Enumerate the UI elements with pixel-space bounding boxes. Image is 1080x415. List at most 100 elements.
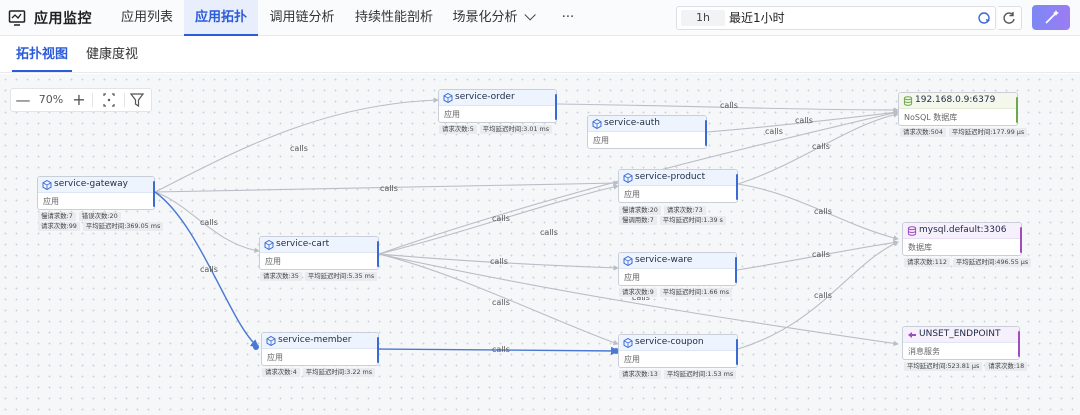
edge-gateway-cart xyxy=(154,191,260,253)
node-type: NoSQL 数据库 xyxy=(904,113,958,122)
stat-badge: 平均延迟时间:523.81 μs xyxy=(904,362,983,371)
chevron-down-icon xyxy=(523,9,536,21)
edge-cart-product xyxy=(378,184,619,255)
stat-badge: 请求次数:504 xyxy=(900,128,946,137)
node-name: UNSET_ENDPOINT xyxy=(919,329,1001,339)
edge-cart-coupon xyxy=(378,253,619,346)
node-type: 消息服务 xyxy=(908,347,940,356)
node-service-cart[interactable]: service-cart 应用 xyxy=(259,236,379,270)
node-name: service-cart xyxy=(276,239,330,249)
stat-badge: 请求次数:112 xyxy=(904,258,950,267)
edge-label: calls xyxy=(795,116,813,125)
stat-badge: 平均延迟时间:1.66 ms xyxy=(659,288,733,297)
stat-badge: 慢调用数:7 xyxy=(619,216,657,225)
database-icon xyxy=(907,226,917,236)
node-type: 应用 xyxy=(624,273,640,282)
stat-badge: 慢请求数:20 xyxy=(619,206,661,215)
stat-badge: 请求次数:73 xyxy=(663,206,706,215)
fit-view-icon[interactable] xyxy=(101,89,117,111)
service-icon xyxy=(42,180,52,190)
more-tabs-button[interactable]: ··· xyxy=(561,10,575,25)
stat-badge: 平均延迟时间:5.35 ms xyxy=(304,272,378,281)
edge-label: calls xyxy=(492,298,510,307)
node-unset-endpoint[interactable]: UNSET_ENDPOINT 消息服务 xyxy=(902,326,1020,360)
zoom-toolbar: — 70% + xyxy=(10,88,152,112)
edge-label: calls xyxy=(492,345,510,354)
node-type: 应用 xyxy=(444,110,460,119)
stat-badge: 请求次数:35 xyxy=(260,272,302,281)
node-service-auth[interactable]: service-auth 应用 xyxy=(587,115,707,149)
node-mysql[interactable]: mysql.default:3306 数据库 xyxy=(902,222,1022,256)
node-type: 应用 xyxy=(267,353,283,362)
stat-badge: 慢请求数:7 xyxy=(38,212,76,221)
stat-badge: 平均延迟时间:1.39 s xyxy=(659,216,726,225)
time-range-picker[interactable]: 1h 最近1小时 xyxy=(676,6,996,30)
stat-badge: 平均延迟时间:3.22 ms xyxy=(302,368,376,377)
ai-assistant-button[interactable] xyxy=(1032,5,1070,30)
edge-label: calls xyxy=(814,207,832,216)
edge-label: calls xyxy=(290,144,308,153)
node-service-ware[interactable]: service-ware 应用 xyxy=(618,252,737,286)
node-redis[interactable]: 192.168.0.9:6379 NoSQL 数据库 xyxy=(898,92,1018,126)
magic-wand-icon xyxy=(1045,10,1059,24)
stat-badge: 请求次数:9 xyxy=(619,288,657,297)
service-icon xyxy=(443,93,453,103)
tab-app-list[interactable]: 应用列表 xyxy=(120,10,173,25)
topology-canvas[interactable]: calls calls calls calls calls calls call… xyxy=(0,74,1080,415)
service-icon xyxy=(623,256,633,266)
tab-profiling[interactable]: 持续性能剖析 xyxy=(354,10,433,25)
node-name: service-product xyxy=(635,172,706,182)
edge-label: calls xyxy=(380,184,398,193)
zoom-in-button[interactable]: + xyxy=(72,90,86,109)
page-title: 应用监控 xyxy=(34,11,92,27)
filter-icon[interactable] xyxy=(129,89,145,111)
node-service-order[interactable]: service-order 应用 xyxy=(438,89,557,123)
edge-order-redis xyxy=(556,103,899,113)
database-icon xyxy=(903,96,913,106)
tab-trace-analysis[interactable]: 调用链分析 xyxy=(269,10,335,25)
edge-product-redis xyxy=(737,112,899,185)
edge-label: calls xyxy=(540,228,558,237)
tab-scenario-analysis[interactable]: 场景化分析 xyxy=(446,0,538,36)
edge-label: calls xyxy=(200,218,218,227)
time-range-label: 最近1小时 xyxy=(729,11,785,25)
refresh-icon xyxy=(1003,12,1015,24)
edge-gateway-product xyxy=(154,180,619,193)
stat-badge: 平均延迟时间:496.55 μs xyxy=(952,258,1032,267)
node-service-product[interactable]: service-product 应用 xyxy=(618,169,738,203)
tab-scenario-label: 场景化分析 xyxy=(452,10,518,25)
node-service-member[interactable]: service-member 应用 xyxy=(261,332,379,366)
node-name: service-auth xyxy=(604,118,660,128)
node-service-coupon[interactable]: service-coupon 应用 xyxy=(618,334,738,368)
edge-label: calls xyxy=(490,257,508,266)
node-service-gateway[interactable]: service-gateway 应用 xyxy=(37,176,155,210)
edge-label: calls xyxy=(812,142,830,151)
zoom-out-button[interactable]: — xyxy=(15,91,31,109)
tab-health-view[interactable]: 健康度视图 xyxy=(86,47,139,98)
refresh-button[interactable] xyxy=(998,6,1022,30)
edge-product-mysql xyxy=(737,183,899,241)
node-type: 应用 xyxy=(624,190,640,199)
tab-app-topology[interactable]: 应用拓扑 xyxy=(184,0,258,36)
stat-badge: 请求次数:13 xyxy=(619,370,661,379)
stat-badge: 平均延迟时间:1.53 ms xyxy=(663,370,737,379)
edge-gateway-order xyxy=(154,97,439,193)
node-type: 应用 xyxy=(265,257,281,266)
time-range-chip[interactable]: 1h xyxy=(681,10,725,26)
service-icon xyxy=(623,338,633,348)
monitor-icon xyxy=(8,10,26,26)
node-name: service-ware xyxy=(635,255,693,265)
auto-refresh-icon[interactable] xyxy=(977,11,991,25)
zoom-level: 70% xyxy=(38,93,64,106)
tab-topology-view[interactable]: 拓扑视图 xyxy=(12,37,72,72)
stat-badge: 请求次数:18 xyxy=(985,362,1028,371)
